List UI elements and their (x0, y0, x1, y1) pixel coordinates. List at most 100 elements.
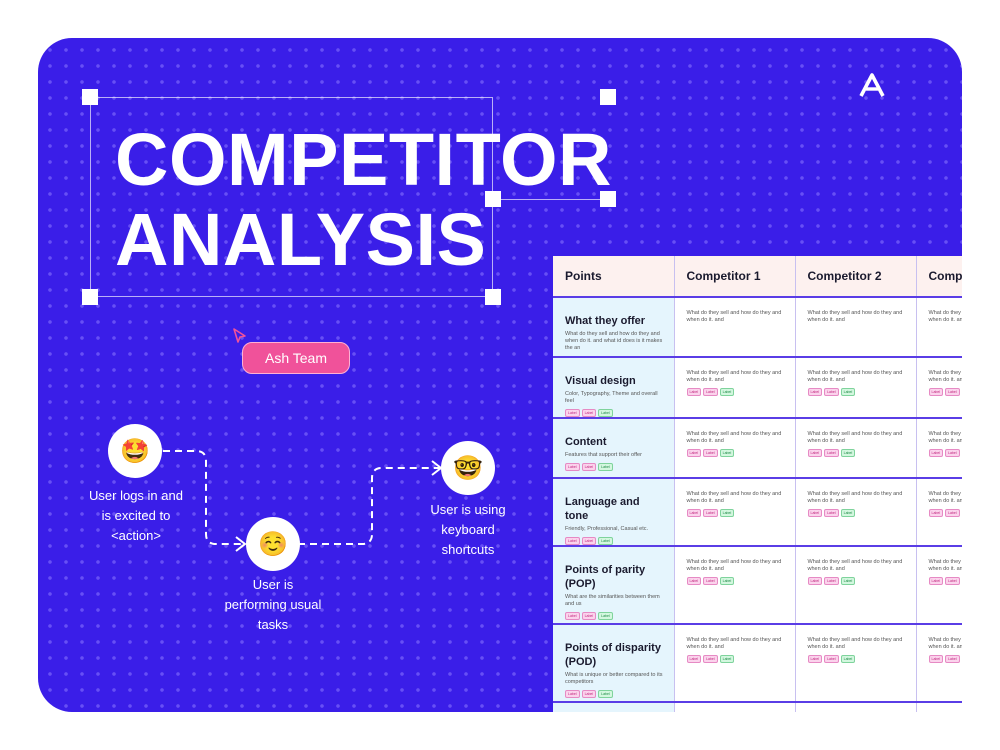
competitor-cell[interactable]: What do they sell and how do they and wh… (916, 546, 962, 625)
resize-handle-bottom-left[interactable] (82, 289, 98, 305)
label-tag[interactable]: Label (719, 577, 735, 585)
label-tag[interactable]: Label (598, 463, 613, 471)
label-tag[interactable]: Label (719, 449, 735, 457)
label-tag[interactable]: Label (598, 612, 613, 620)
label-tag[interactable]: Label (807, 449, 823, 457)
competitor-cell[interactable]: What do they sell and how do they and wh… (674, 702, 796, 712)
label-tag[interactable]: Label (824, 655, 839, 663)
label-tag[interactable]: Label (581, 409, 597, 416)
competitor-cell[interactable]: What do they sell and how do they and wh… (795, 478, 917, 547)
competitor-cell[interactable]: What do they sell and how do they and wh… (674, 357, 796, 419)
competitor-cell[interactable]: What do they sell and how do they and wh… (674, 418, 796, 479)
label-tag[interactable]: Label (945, 449, 960, 457)
label-tag[interactable]: Label (945, 655, 960, 663)
label-tag[interactable]: Label (928, 449, 944, 457)
label-tag[interactable]: Label (565, 409, 580, 416)
label-tag[interactable]: Label (703, 577, 718, 585)
label-tag[interactable]: Label (840, 577, 856, 585)
label-tag[interactable]: Label (686, 509, 702, 517)
label-tag[interactable]: Label (824, 388, 839, 396)
label-tag[interactable]: Label (928, 655, 944, 663)
label-tag[interactable]: Label (598, 537, 613, 544)
competitor-cell[interactable]: What do they sell and how do they and wh… (674, 624, 796, 703)
competitor-cell[interactable]: What do they sell and how do they and wh… (674, 297, 796, 358)
cell-text: What do they sell and how do they and wh… (928, 310, 963, 323)
label-tag[interactable]: Label (598, 409, 613, 416)
competitor-cell[interactable]: What do they sell and how do they and wh… (795, 418, 917, 479)
competitor-table-grid: Points Competitor 1 Competitor 2 Compe W… (553, 256, 962, 712)
label-tag[interactable]: Label (565, 690, 580, 698)
point-cell[interactable]: Points of parity (POP)What are the simil… (553, 546, 675, 625)
cell-text: What do they sell and how do they and wh… (928, 370, 963, 383)
resize-handle-mid[interactable] (485, 191, 501, 207)
label-tag[interactable]: Label (945, 388, 960, 396)
label-tag[interactable]: Label (581, 690, 597, 698)
label-tag[interactable]: Label (807, 577, 823, 585)
label-tag[interactable]: Label (565, 463, 580, 471)
label-tag[interactable]: Label (565, 612, 580, 620)
label-tag[interactable]: Label (824, 449, 839, 457)
competitor-cell[interactable]: What do they sell and how do they and wh… (916, 357, 963, 419)
point-title: Visual design (565, 375, 636, 387)
competitor-cell[interactable]: What do they sell and how do they and wh… (916, 624, 962, 703)
label-tag[interactable]: Label (581, 463, 597, 471)
label-tag[interactable]: Label (824, 509, 839, 517)
nerd-emoji-icon[interactable]: 🤓 (441, 441, 495, 495)
label-tag[interactable]: Label (945, 509, 960, 517)
label-tag[interactable]: Label (703, 655, 718, 663)
competitor-cell[interactable]: What do they sell and how do they and wh… (916, 702, 962, 712)
point-title: Content (565, 436, 607, 448)
resize-handle-bottom-right[interactable] (485, 289, 501, 305)
label-tag[interactable]: Label (807, 655, 823, 663)
label-tag[interactable]: Label (565, 537, 580, 544)
label-tag[interactable]: Label (840, 388, 856, 396)
competitor-cell[interactable]: What do they sell and how do they and wh… (795, 297, 917, 358)
competitor-cell[interactable]: What do they sell and how do they and wh… (916, 478, 962, 547)
label-tag[interactable]: Label (840, 509, 856, 517)
label-tag[interactable]: Label (598, 690, 613, 698)
smiling-emoji-icon[interactable]: ☺️ (246, 517, 300, 571)
resize-handle-top-left[interactable] (82, 89, 98, 105)
competitor-cell[interactable]: What do they sell and how do they and wh… (795, 546, 917, 625)
label-tag[interactable]: Label (928, 577, 944, 585)
label-tag[interactable]: Label (686, 655, 702, 663)
competitor-cell[interactable]: What do they sell and how do they and wh… (795, 702, 917, 712)
label-tag[interactable]: Label (928, 509, 944, 517)
point-cell[interactable]: Constraints (553, 702, 675, 712)
label-tag[interactable]: Label (719, 509, 735, 517)
resize-handle-right[interactable] (600, 191, 616, 207)
competitor-cell[interactable]: What do they sell and how do they and wh… (916, 418, 962, 479)
label-tag[interactable]: Label (719, 655, 735, 663)
competitor-cell[interactable]: What do they sell and how do they and wh… (795, 357, 917, 419)
label-tag[interactable]: Label (945, 577, 960, 585)
label-tag[interactable]: Label (703, 449, 718, 457)
competitor-cell[interactable]: What do they sell and how do they and wh… (674, 478, 796, 547)
label-tag[interactable]: Label (703, 509, 718, 517)
label-tag[interactable]: Label (703, 388, 718, 396)
resize-handle-top-right[interactable] (600, 89, 616, 105)
label-tag[interactable]: Label (581, 612, 597, 620)
competitor-cell[interactable]: What do they sell and how do they and wh… (795, 624, 917, 703)
label-tag[interactable]: Label (840, 449, 856, 457)
point-cell[interactable]: Points of disparity (POD)What is unique … (553, 624, 675, 703)
star-struck-emoji-icon[interactable]: 🤩 (108, 424, 162, 478)
label-tag[interactable]: Label (928, 388, 944, 396)
competitor-cell[interactable]: What do they sell and how do they and wh… (674, 546, 796, 625)
cell-text: What do they sell and how do they and wh… (686, 370, 782, 383)
label-tag[interactable]: Label (686, 388, 702, 396)
label-tag[interactable]: Label (824, 577, 839, 585)
label-tag[interactable]: Label (807, 388, 823, 396)
label-tag[interactable]: Label (840, 655, 856, 663)
label-tag[interactable]: Label (581, 537, 597, 544)
label-tag[interactable]: Label (686, 449, 702, 457)
competitor-cell[interactable]: What do they sell and how do they and wh… (916, 297, 963, 358)
label-tag[interactable]: Label (686, 577, 702, 585)
label-tag[interactable]: Label (807, 509, 823, 517)
label-tag[interactable]: Label (719, 388, 735, 396)
